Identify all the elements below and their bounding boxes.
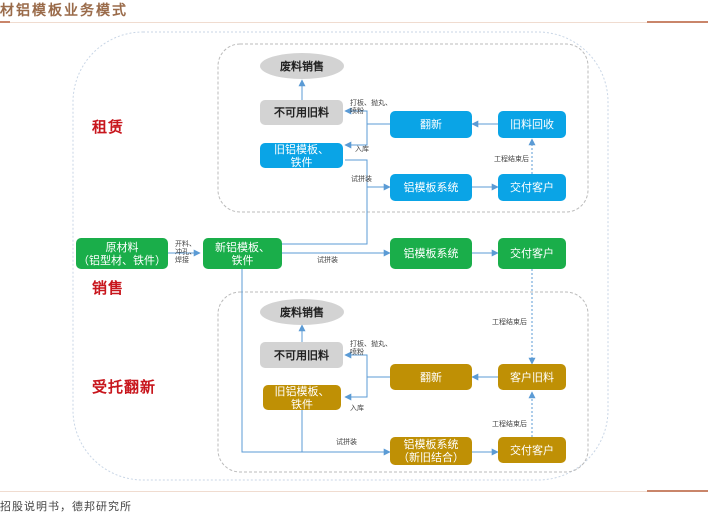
- lease-scrap-sale: 废料销售: [260, 53, 344, 79]
- lease-refurbish: 翻新: [390, 111, 472, 138]
- sales-deliver: 交付客户: [498, 238, 566, 269]
- renovation-container: [217, 291, 589, 473]
- lease-unusable-material: 不可用旧料: [260, 100, 343, 125]
- lease-container: [217, 43, 589, 213]
- lease-old-template: 旧铝模板、铁件: [260, 143, 343, 169]
- reno-system-line2: （新旧结合）: [398, 451, 464, 464]
- sales-raw-line1: 原材料: [105, 240, 139, 254]
- section-label-renovation: 受托翻新: [92, 378, 157, 396]
- source-footer: 招股说明书，德邦研究所: [0, 500, 132, 513]
- lease-label-trial: 试拼装: [351, 175, 372, 183]
- footer-accent-right: [647, 490, 708, 492]
- lease-recycle: 旧料回收: [498, 111, 566, 138]
- sales-label-process: 开料、冲孔、焊接: [175, 240, 196, 264]
- section-label-sales: 销售: [92, 279, 125, 297]
- sales-raw-material: 原材料 （铝型材、铁件）: [76, 238, 168, 269]
- reno-scrap-sale: 废料销售: [260, 299, 344, 325]
- lease-system: 铝模板系统: [390, 174, 472, 201]
- sales-new-template: 新铝模板、铁件: [203, 238, 282, 269]
- reno-old-template: 旧铝模板、铁件: [263, 385, 341, 411]
- lease-label-after: 工程结束后: [494, 155, 529, 163]
- reno-label-store: 入库: [350, 404, 364, 412]
- sales-system: 铝模板系统: [390, 238, 472, 269]
- header-accent-left: [0, 21, 10, 23]
- arrow-refurbish-to-old-reno: [344, 377, 368, 401]
- reno-unusable-material: 不可用旧料: [260, 342, 343, 368]
- reno-label-trial: 试拼装: [336, 438, 357, 446]
- header-divider: [0, 22, 708, 23]
- reno-label-after-bottom: 工程结束后: [492, 420, 527, 428]
- section-label-lease: 租赁: [92, 118, 125, 136]
- reno-system: 铝模板系统 （新旧结合）: [390, 437, 472, 465]
- reno-customer-old: 客户旧料: [498, 364, 566, 390]
- sales-raw-line2: （铝型材、铁件）: [78, 253, 166, 267]
- reno-system-line1: 铝模板系统: [403, 438, 459, 451]
- lease-deliver: 交付客户: [498, 174, 566, 201]
- line-new-to-lease: [282, 160, 368, 245]
- reno-refurbish: 翻新: [390, 364, 472, 390]
- lease-label-polish: 打板、抛丸、喷粉: [350, 99, 392, 115]
- reno-label-polish: 打板、抛丸、喷粉: [350, 340, 392, 356]
- arrow-refurbish-to-unusable: [344, 107, 390, 125]
- footer-divider: [0, 491, 708, 492]
- page-title: 材铝模板业务模式: [0, 3, 128, 19]
- sales-label-trial: 试拼装: [317, 256, 338, 264]
- header-accent-right: [647, 21, 708, 23]
- lease-label-store: 入库: [355, 145, 369, 153]
- arrow-old-to-system-reno: [301, 410, 391, 456]
- reno-label-after-top: 工程结束后: [492, 318, 527, 326]
- outer-container: [72, 31, 609, 481]
- arrow-refurbish-to-old: [344, 124, 368, 149]
- arrow-refurbish-to-unusable-reno: [344, 351, 390, 378]
- reno-deliver: 交付客户: [498, 437, 566, 463]
